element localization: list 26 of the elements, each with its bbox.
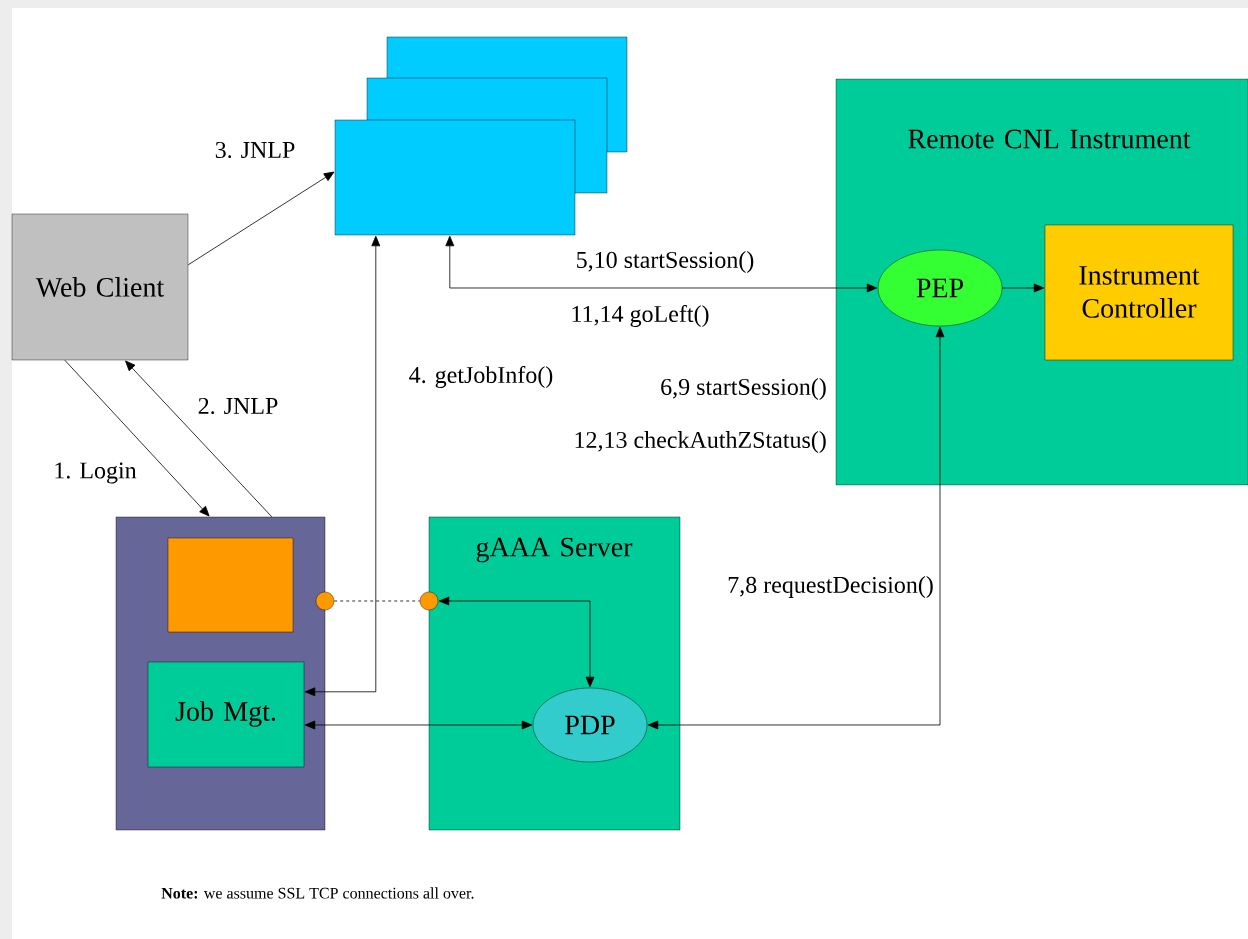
- note: Note: we assume SSL TCP connections all over.: [161, 887, 474, 899]
- edge-label: 2. JNLP: [198, 397, 278, 415]
- component-box: [167, 537, 294, 633]
- edge-label: 3. JNLP: [215, 141, 295, 159]
- edge-label: 7,8 requestDecision(): [728, 576, 933, 598]
- call-label: 12,13 checkAuthZStatus(): [575, 431, 826, 453]
- client-box: Web Client: [11, 213, 189, 361]
- arrow: [438, 596, 595, 688]
- edge-label: 1. Login: [55, 462, 137, 484]
- edge-label: 5,10 startSession(): [577, 251, 754, 273]
- arrow: [647, 326, 945, 730]
- call-label: 6,9 startSession(): [661, 378, 826, 400]
- window-stack: [334, 36, 628, 236]
- job-box: Job Mgt.: [147, 661, 305, 768]
- arrow: [64, 359, 210, 517]
- port-circle: [315, 591, 335, 611]
- edge-label: 4. getJobInfo(): [409, 365, 553, 389]
- port-circle: [419, 591, 439, 611]
- arrow: [125, 360, 273, 518]
- controller-box: Instrument Controller: [1044, 224, 1234, 361]
- arrow: [304, 720, 533, 730]
- arrow: [187, 171, 335, 266]
- arrow: [304, 235, 381, 697]
- arrow: [1001, 283, 1045, 293]
- call-label: 11,14 goLeft(): [572, 304, 709, 328]
- arrow: [445, 235, 878, 293]
